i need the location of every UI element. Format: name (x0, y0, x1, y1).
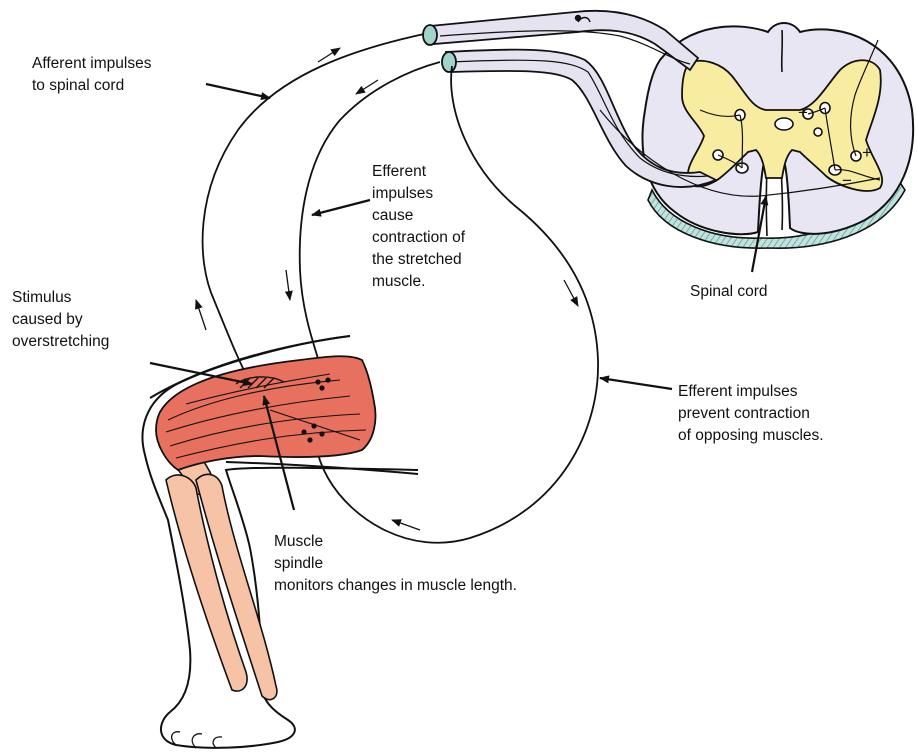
label-afferent-impulses: Afferent impulses to spinal cord (32, 55, 152, 94)
quadriceps-muscle (156, 356, 376, 470)
pointer-afferent (206, 84, 270, 98)
svg-text:Efferent: Efferent (372, 163, 427, 180)
svg-text:muscle.: muscle. (372, 273, 425, 290)
ventral-root-cut-end (442, 52, 456, 72)
pointer-efferent-prevent (600, 378, 672, 389)
svg-text:the stretched: the stretched (372, 251, 462, 268)
label-spinal-cord: Spinal cord (690, 283, 768, 300)
label-efferent-prevent: Efferent impulses prevent contraction of… (678, 383, 824, 444)
svg-text:caused by: caused by (12, 311, 83, 328)
dorsal-root-cut-end (423, 25, 437, 45)
central-canal (775, 118, 793, 130)
svg-text:contraction of: contraction of (372, 229, 466, 246)
svg-text:overstretching: overstretching (12, 333, 109, 350)
pointer-efferent-contraction (312, 200, 370, 215)
svg-text:cause: cause (372, 207, 413, 224)
svg-text:spindle: spindle (274, 555, 323, 572)
dorsal-median-sulcus (782, 30, 783, 72)
excitatory-sign-left: + (798, 103, 808, 122)
efferent-pathway-antagonist (316, 66, 598, 543)
svg-text:to spinal cord: to spinal cord (32, 77, 124, 94)
svg-text:Muscle: Muscle (274, 533, 323, 550)
label-muscle-spindle: Muscle spindle monitors changes in muscl… (274, 533, 517, 594)
svg-text:Efferent impulses: Efferent impulses (678, 383, 798, 400)
efferent-pathway-agonist (300, 62, 440, 378)
excitatory-sign-right: + (862, 143, 872, 162)
svg-text:prevent contraction: prevent contraction (678, 405, 810, 422)
inhibitory-sign: − (842, 171, 852, 190)
svg-text:of opposing muscles.: of opposing muscles. (678, 427, 824, 444)
svg-text:monitors changes in muscle len: monitors changes in muscle length. (274, 577, 517, 594)
label-efferent-contraction: Efferent impulses cause contraction of t… (372, 163, 466, 290)
label-stimulus: Stimulus caused by overstretching (12, 289, 109, 350)
svg-text:impulses: impulses (372, 185, 433, 202)
svg-text:Stimulus: Stimulus (12, 289, 72, 306)
svg-text:Afferent impulses: Afferent impulses (32, 55, 152, 72)
